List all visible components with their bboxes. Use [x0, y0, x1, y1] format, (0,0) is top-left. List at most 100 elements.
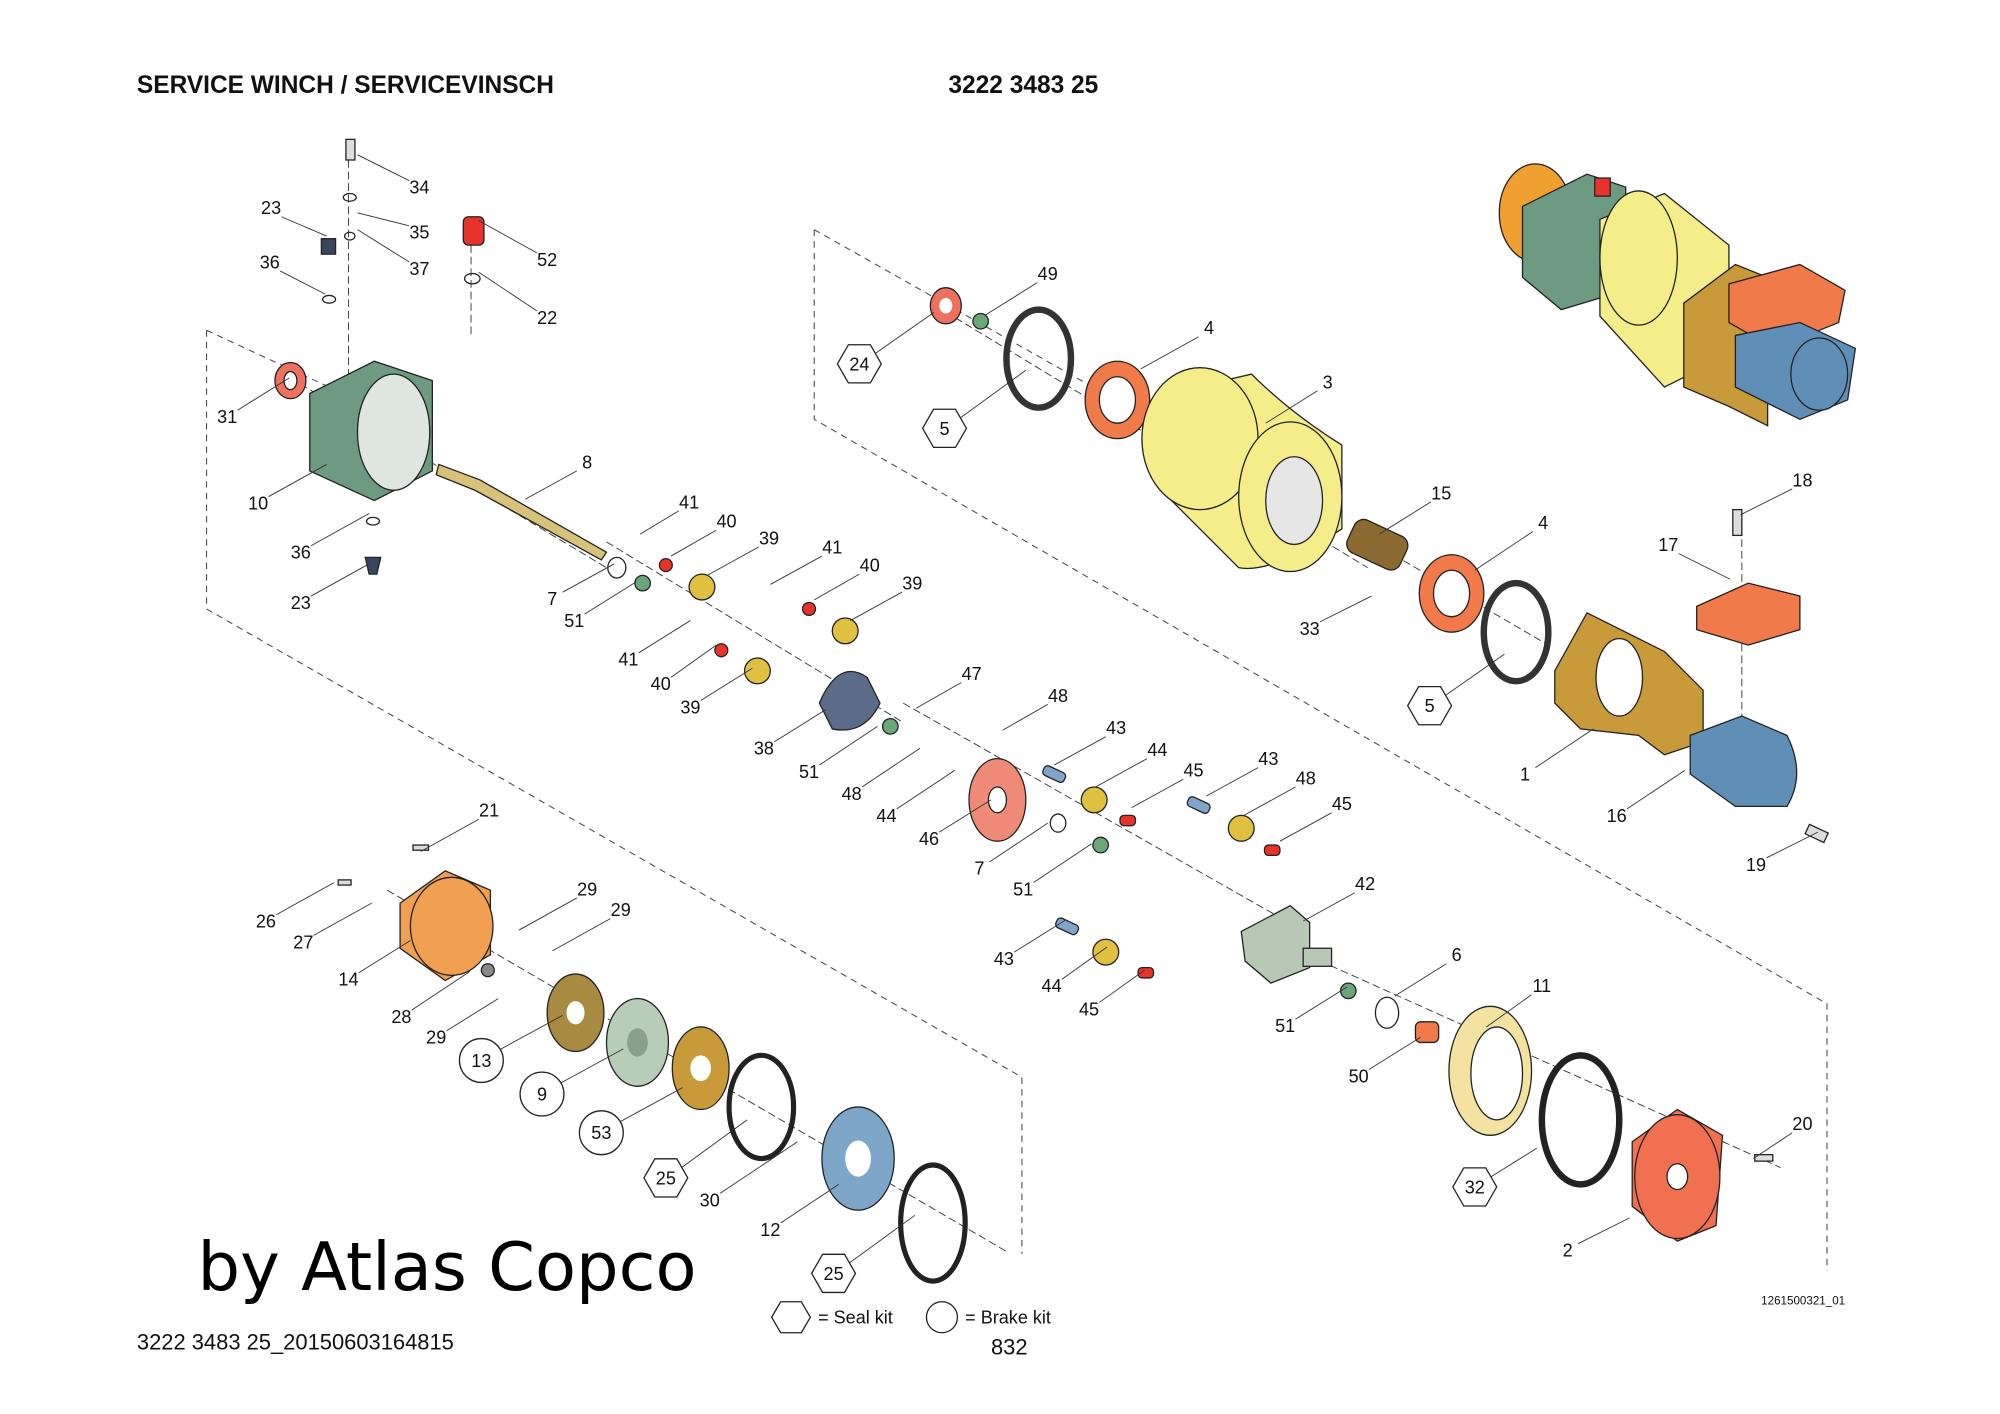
callout-29: 29 [552, 900, 631, 952]
callout-5: 5 [921, 369, 1027, 449]
legend: = Seal kit = Brake kit [770, 1301, 1051, 1334]
leader-line [281, 216, 327, 237]
callout-number: 39 [759, 528, 779, 548]
callout-53: 53 [578, 1087, 683, 1156]
leader-line [358, 940, 411, 974]
callout-43: 43 [1206, 749, 1278, 797]
seal-kit-hex-icon [836, 344, 883, 384]
callout-7: 7 [547, 563, 615, 609]
callout-number: 38 [754, 739, 774, 759]
leader-line [1678, 553, 1731, 580]
callout-number: 29 [426, 1028, 446, 1048]
legend-seal-kit: = Seal kit [818, 1308, 893, 1328]
callout-30: 30 [700, 1141, 798, 1210]
callout-5: 5 [1406, 653, 1505, 726]
leader-line [420, 818, 480, 852]
leader-line [638, 620, 691, 654]
callout-10: 10 [248, 464, 327, 514]
callout-38: 38 [754, 709, 827, 759]
leader-line [446, 998, 499, 1032]
callout-23: 23 [261, 198, 327, 237]
callout-28: 28 [391, 971, 471, 1027]
leader-line [1740, 488, 1793, 516]
brake-kit-circle-icon [458, 1037, 504, 1084]
brake-kit-circle-icon [925, 1301, 959, 1334]
leader-line [1099, 969, 1145, 1003]
callout-number: 40 [716, 512, 736, 532]
leader-line [1486, 994, 1532, 1028]
bushing-15 [1346, 518, 1409, 571]
callout-number: 32 [1465, 1177, 1485, 1197]
plug-23 [320, 238, 337, 255]
callout-43: 43 [1053, 718, 1126, 766]
callout-51: 51 [564, 581, 637, 631]
brake-group [337, 844, 968, 1284]
callout-number: 51 [799, 762, 819, 782]
callout-number: 49 [1038, 264, 1058, 284]
callout-number: 4 [1204, 318, 1214, 338]
leader-line [313, 902, 372, 936]
callout-7: 7 [974, 822, 1048, 879]
leader-line [310, 563, 370, 597]
callout-number: 45 [1332, 794, 1352, 814]
callout-22: 22 [478, 271, 557, 328]
callout-23: 23 [291, 563, 370, 613]
leader-line [1766, 831, 1819, 859]
assembled-winch-illustration [1498, 163, 1857, 427]
callout-39: 39 [706, 528, 779, 576]
leader-line [819, 725, 878, 766]
page-title: SERVICE WINCH / SERVICEVINSCH [137, 72, 554, 99]
callout-43: 43 [994, 919, 1067, 969]
callout-number: 22 [537, 308, 557, 328]
leader-line [357, 229, 410, 263]
leader-line [843, 1214, 916, 1268]
callout-1: 1 [1520, 728, 1594, 785]
leader-line [411, 971, 471, 1011]
seal-kit-hex-icon [770, 1301, 812, 1334]
leader-line [1053, 736, 1107, 766]
callout-29: 29 [426, 998, 499, 1048]
leader-line [1002, 704, 1048, 731]
callout-number: 46 [919, 829, 939, 849]
callout-number: 26 [256, 912, 276, 932]
callout-51: 51 [1275, 986, 1348, 1036]
leader-line [675, 1119, 748, 1172]
leader-line [562, 563, 615, 593]
leader-line [1484, 1147, 1537, 1181]
callout-25: 25 [643, 1119, 748, 1198]
leader-line [1753, 1132, 1793, 1159]
page-number: 832 [991, 1335, 1028, 1360]
callout-number: 36 [291, 543, 311, 563]
brake-kit-circle-icon [578, 1110, 624, 1156]
callout-number: 41 [679, 492, 699, 512]
leader-line [1295, 986, 1348, 1020]
callout-41: 41 [639, 492, 699, 535]
callout-number: 23 [261, 198, 281, 218]
callout-number: 17 [1658, 535, 1678, 555]
callout-number: 53 [591, 1123, 611, 1143]
leader-line [639, 510, 679, 535]
callout-16: 16 [1607, 769, 1686, 826]
callout-24: 24 [836, 311, 935, 384]
callout-15: 15 [1379, 483, 1451, 535]
callout-number: 20 [1792, 1114, 1812, 1134]
callout-number: 42 [1355, 874, 1375, 894]
callout-35: 35 [357, 212, 429, 243]
leader-line [276, 882, 335, 916]
leader-line [1535, 728, 1594, 769]
callout-number: 5 [940, 419, 950, 439]
leader-line [478, 220, 538, 254]
leader-line [1577, 1217, 1630, 1245]
callout-number: 5 [1425, 696, 1435, 716]
watermark: by Atlas Copco [198, 1228, 697, 1306]
planetary-parts [607, 556, 1440, 1044]
leader-line [1095, 758, 1148, 788]
callout-25: 25 [810, 1214, 916, 1294]
callout-6: 6 [1394, 945, 1462, 997]
callout-11: 11 [1486, 976, 1551, 1028]
leader-line [780, 1183, 839, 1224]
callout-51: 51 [1013, 843, 1092, 899]
seal-kit-hex-icon [643, 1158, 689, 1198]
leader-line [1033, 843, 1092, 883]
